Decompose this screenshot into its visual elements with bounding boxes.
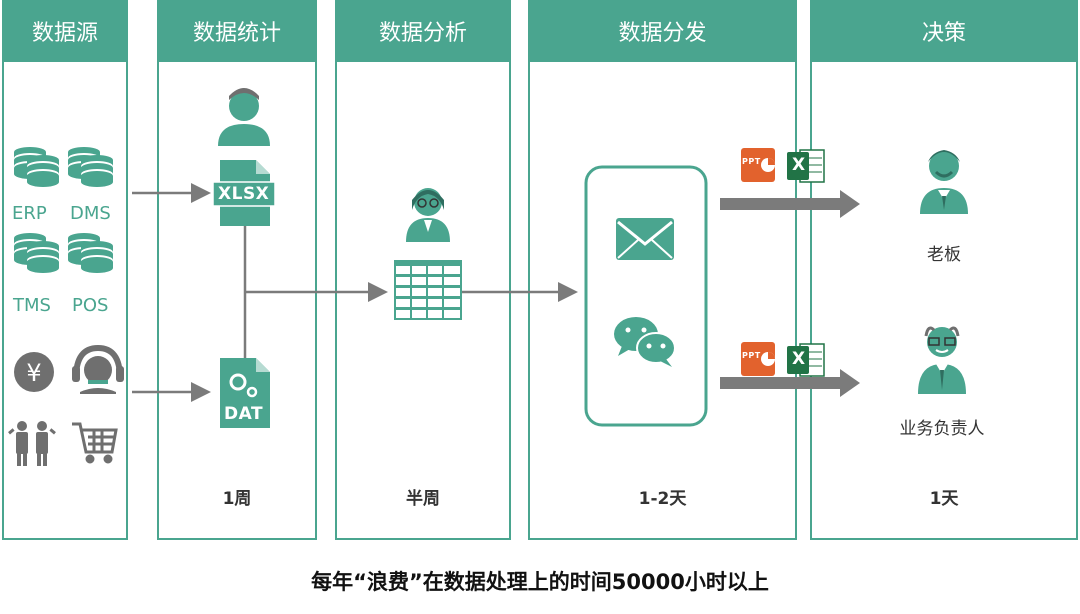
source-label-erp: ERP [12,203,47,224]
boss-icon [920,150,968,214]
column-decision: 决策 1天 [810,0,1078,540]
person-icon [218,88,270,146]
xlsx-file-icon [212,160,276,226]
duration-label: 1-2天 [638,489,687,509]
dat-label: DAT [224,404,264,424]
duration-label: 半周 [406,489,440,509]
database-icon [14,147,59,187]
people-icon [8,421,56,466]
source-label-tms: TMS [13,295,51,316]
distribution-arrow [720,190,860,218]
column-header: 数据分发 [528,0,797,62]
column-header: 决策 [810,0,1078,62]
column-header: 数据源 [2,0,128,62]
dat-file-icon [220,358,270,428]
database-icon [14,233,59,273]
role-label-boss: 老板 [927,245,961,265]
source-label-pos: POS [72,295,109,316]
ppt-icon [741,342,775,376]
mail-icon [616,218,674,260]
ppt-label: PPT [742,351,761,360]
excel-label: X [792,155,806,175]
phone-frame [584,165,708,427]
analyst-icon [406,188,450,242]
column-header: 数据统计 [157,0,317,62]
footer-summary: 每年“浪费”在数据处理上的时间50000小时以上 [311,570,769,594]
ppt-label: PPT [742,157,761,166]
distribution-arrow [720,369,860,397]
source-label-dms: DMS [70,203,111,224]
excel-label: X [792,349,806,369]
duration-label: 1天 [929,489,959,509]
role-label-business-owner: 业务负责人 [899,419,985,439]
wechat-icon [614,317,676,367]
ppt-icon [741,148,775,182]
duration-label: 1周 [222,489,252,509]
currency-symbol: ¥ [26,359,41,387]
xlsx-label: XLSX [218,184,270,204]
column-header: 数据分析 [335,0,511,62]
spreadsheet-icon [394,260,462,320]
database-icon [68,233,113,273]
manager-icon [918,326,966,394]
currency-icon: ¥ [14,352,54,392]
excel-icon [787,343,825,377]
database-icon [68,147,113,187]
shopping-cart-icon [72,422,118,464]
customer-service-icon [72,344,124,394]
excel-icon [787,149,825,183]
